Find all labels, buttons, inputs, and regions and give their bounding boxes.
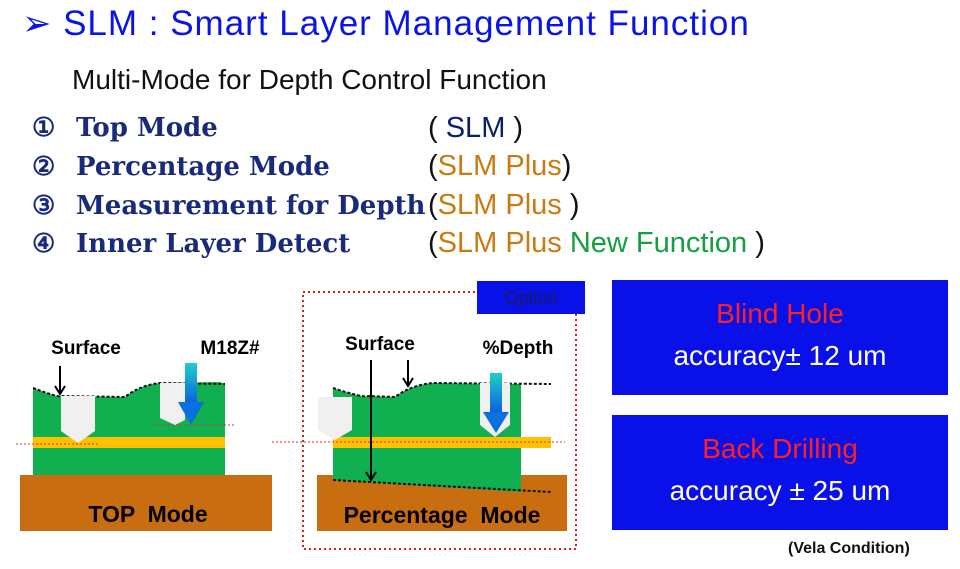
inner-layer: [33, 437, 225, 448]
mode-item: ① Top Mode: [32, 113, 218, 143]
percentage-mode-diagram: Surface %Depth Percentage Mode Option: [272, 281, 585, 550]
drill-hole: [61, 396, 95, 443]
copper-base: [20, 475, 272, 531]
mode-item: ② Percentage Mode: [32, 152, 330, 182]
option-label: Option: [504, 288, 557, 308]
paren: ): [505, 112, 524, 144]
mode-label: Measurement for Depth: [76, 191, 426, 221]
mode-label: Percentage Mode: [76, 152, 330, 182]
paren: (: [428, 112, 446, 144]
mode-number: ①: [32, 113, 56, 143]
surface-label: Surface: [345, 334, 415, 355]
top-mode-label: TOP Mode: [88, 501, 207, 527]
card-heading: Back Drilling: [702, 433, 858, 464]
footnote: (Vela Condition): [788, 540, 910, 557]
slm-plus-tag: SLM Plus: [437, 227, 562, 259]
mode-diagrams: Surface M18Z# TOP Mode Surface %Depth Pe…: [16, 281, 585, 550]
paren: ): [747, 227, 765, 259]
option-frame: [302, 291, 577, 550]
arrow-bullet-icon: ➢: [22, 4, 64, 43]
mode-number: ④: [32, 229, 56, 259]
slm-plus-tag: SLM Plus: [437, 189, 562, 221]
down-arrow-icon: [490, 373, 502, 413]
surface-label: Surface: [51, 338, 121, 359]
top-mode-diagram: Surface M18Z# TOP Mode: [16, 338, 272, 531]
drill-label: M18Z#: [200, 338, 260, 359]
page-title: ➢ SLM : Smart Layer Management Function: [22, 4, 750, 44]
mode-tag: (SLM Plus New Function ): [428, 227, 765, 260]
paren: (: [428, 227, 438, 259]
drill-hole: [318, 397, 352, 440]
mode-label: Top Mode: [76, 113, 218, 143]
paren: ): [561, 189, 580, 221]
mode-tag: (SLM Plus): [428, 150, 571, 183]
card-accuracy: accuracy ± 25 um: [669, 475, 891, 506]
mode-number: ③: [32, 191, 56, 221]
subtitle: Multi-Mode for Depth Control Function: [72, 64, 547, 95]
percentage-mode-label: Percentage Mode: [344, 502, 541, 528]
mode-label: Inner Layer Detect: [76, 229, 351, 259]
new-function-tag: New Function: [561, 227, 748, 259]
drill-hole: [160, 383, 185, 425]
mode-item: ④ Inner Layer Detect: [32, 229, 350, 259]
paren: ): [561, 150, 572, 182]
option-badge: [477, 281, 585, 314]
mode-item: ③ Measurement for Depth: [32, 191, 425, 221]
back-drilling-card: Back Drilling accuracy ± 25 um: [612, 415, 948, 530]
paren: (: [428, 189, 438, 221]
card-accuracy: accuracy± 12 um: [673, 340, 887, 371]
mode-number: ②: [32, 152, 56, 182]
slm-plus-tag: SLM Plus: [437, 150, 562, 182]
down-arrow-icon: [185, 363, 197, 403]
depth-label: %Depth: [483, 338, 554, 359]
mode-tag: (SLM Plus ): [428, 189, 580, 222]
paren: (: [428, 150, 438, 182]
card-heading: Blind Hole: [716, 298, 844, 329]
mode-tag: ( SLM ): [428, 112, 523, 145]
slm-tag: SLM: [445, 112, 506, 144]
title-text: SLM : Smart Layer Management Function: [63, 4, 750, 43]
blind-hole-card: Blind Hole accuracy± 12 um: [612, 280, 948, 395]
